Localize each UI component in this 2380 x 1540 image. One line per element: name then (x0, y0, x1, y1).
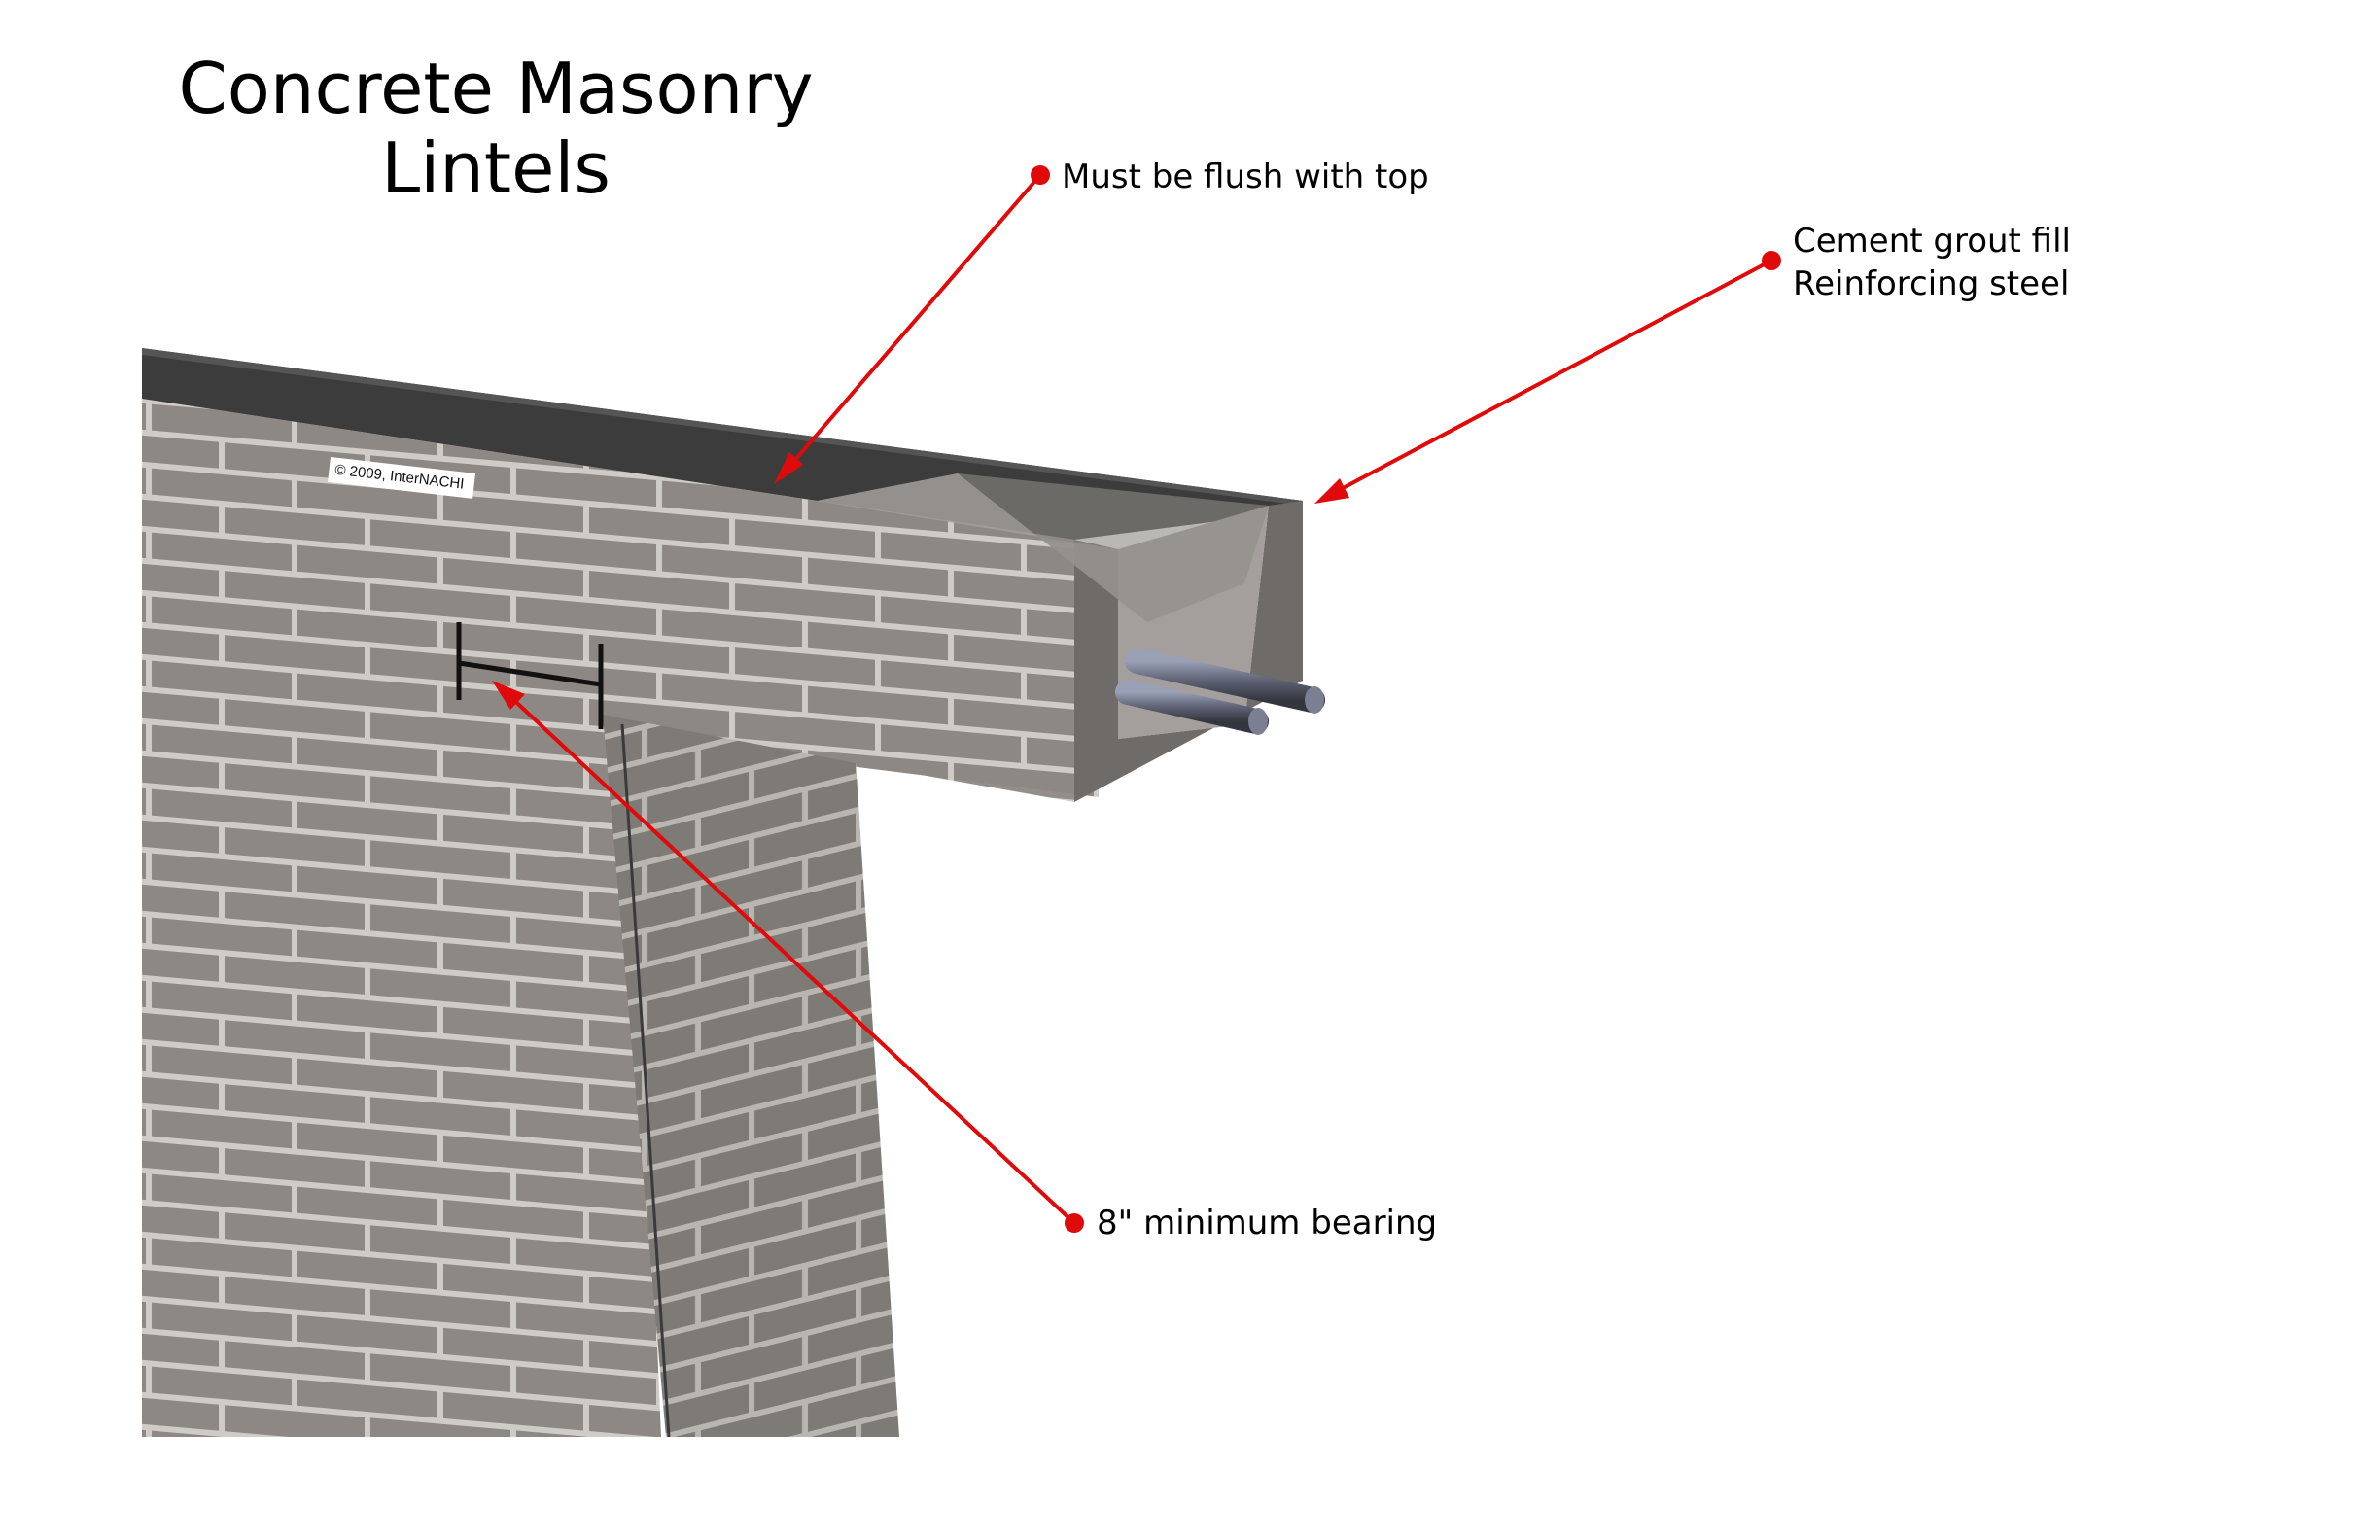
diagram-title: Concrete Masonry Lintels (146, 49, 846, 208)
grout-steel-callout-label: Cement grout fill Reinforcing steel (1793, 220, 2071, 305)
lintel-front-face (142, 399, 1074, 802)
rebar-pair (1115, 648, 1325, 735)
bearing-dimension-marker (456, 622, 604, 729)
callout-leaders (492, 165, 1781, 1233)
bearing-callout-label: 8" minimum bearing (1097, 1204, 1438, 1242)
lintel-top-edge (142, 348, 1303, 506)
rebar-lower (1115, 680, 1269, 734)
flush-callout-label: Must be flush with top (1062, 158, 1429, 196)
lintel-end-section (1074, 501, 1303, 802)
wall-jamb-face (603, 715, 899, 1437)
rebar-upper (1125, 648, 1325, 713)
steel-label: Reinforcing steel (1793, 264, 2070, 303)
grout-label: Cement grout fill (1793, 222, 2071, 261)
title-line-1: Concrete Masonry (178, 48, 814, 129)
title-line-2: Lintels (381, 127, 611, 209)
